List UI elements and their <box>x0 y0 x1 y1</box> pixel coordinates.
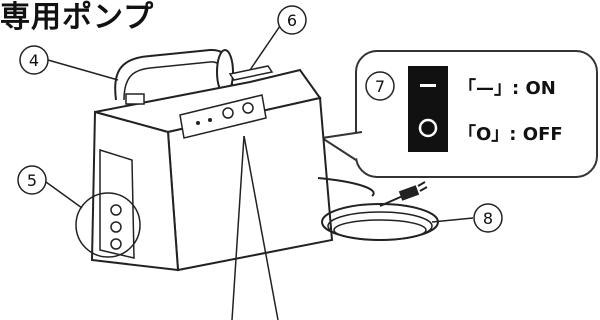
switch-on-label: 「—」: ON <box>458 74 556 100</box>
callout-4: 4 <box>20 46 48 74</box>
connector-1 <box>111 205 121 215</box>
svg-text:6: 6 <box>287 11 297 30</box>
svg-text:5: 5 <box>27 171 37 190</box>
connector-2 <box>111 222 121 232</box>
svg-text:7: 7 <box>375 77 385 96</box>
rocker-switch <box>408 66 448 152</box>
switch-off-label: 「O」: OFF <box>458 120 563 146</box>
svg-text:4: 4 <box>29 51 39 70</box>
power-plug <box>399 185 419 201</box>
callout-7: 7 <box>366 72 394 100</box>
callout-6: 6 <box>278 6 306 34</box>
callout-8: 8 <box>474 204 502 232</box>
callout-5: 5 <box>18 166 46 194</box>
switch-on-symbol <box>420 84 436 87</box>
svg-text:8: 8 <box>483 209 493 228</box>
connector-3 <box>111 239 121 249</box>
